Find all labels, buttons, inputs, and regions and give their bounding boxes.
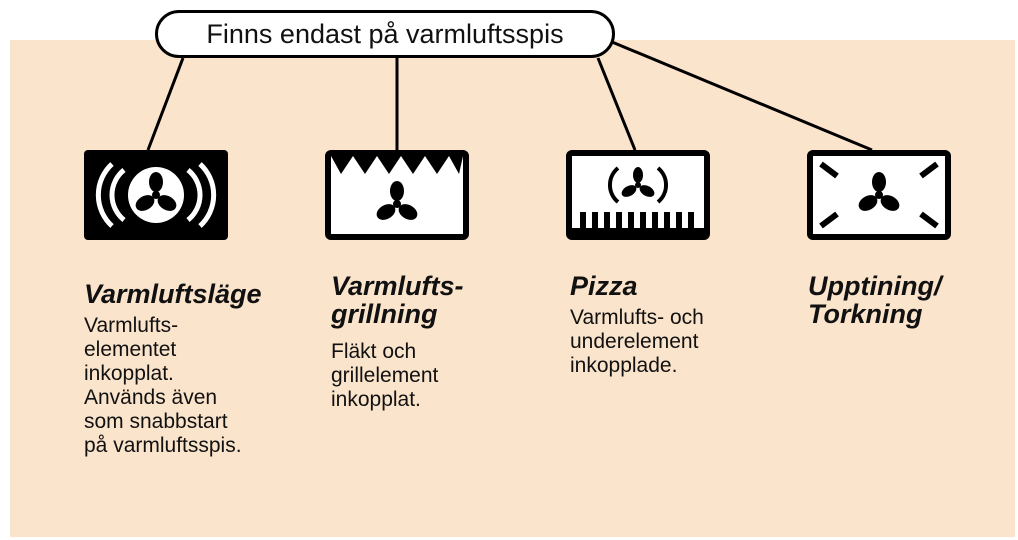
mode-title-upptining: Upptining/ Torkning xyxy=(808,271,942,329)
fan-defrost-icon xyxy=(807,150,951,240)
mode-title-varmluftslage: Varmluftsläge xyxy=(84,279,262,309)
mode-description-varmluftsgrillning: Fläkt och grillelement inkopplat. xyxy=(331,340,439,411)
fan-pizza-icon xyxy=(566,150,710,240)
connector-line-1 xyxy=(146,57,185,151)
connector-line-4 xyxy=(611,40,873,152)
background-panel xyxy=(10,40,1015,537)
fan-grill-icon xyxy=(325,150,469,240)
mode-title-varmluftsgrillning: Varmlufts- grillning xyxy=(331,271,464,329)
mode-title-pizza: Pizza xyxy=(570,271,638,301)
connector-line-3 xyxy=(596,57,637,151)
fan-ring-icon xyxy=(84,150,228,240)
mode-description-pizza: Varmlufts- och underelement inkopplade. xyxy=(570,306,704,377)
mode-description-varmluftslage: Varmlufts- elementet inkopplat. Används … xyxy=(84,314,242,457)
header-label: Finns endast på varmluftsspis xyxy=(155,10,615,58)
